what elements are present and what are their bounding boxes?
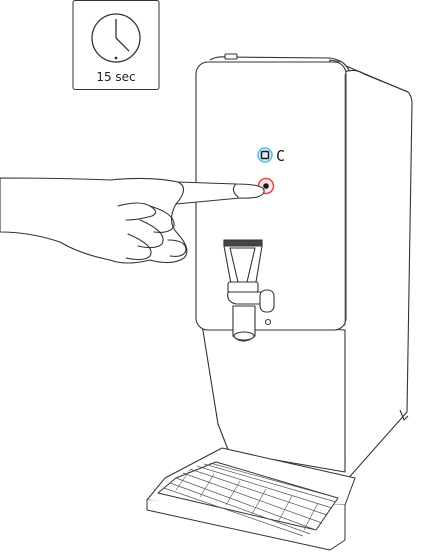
timer-label: 15 sec <box>96 70 135 84</box>
water-level-icon <box>258 148 272 162</box>
clock-icon <box>92 14 140 62</box>
status-glyph: C <box>276 147 285 165</box>
timer-badge: 15 sec <box>73 1 159 90</box>
